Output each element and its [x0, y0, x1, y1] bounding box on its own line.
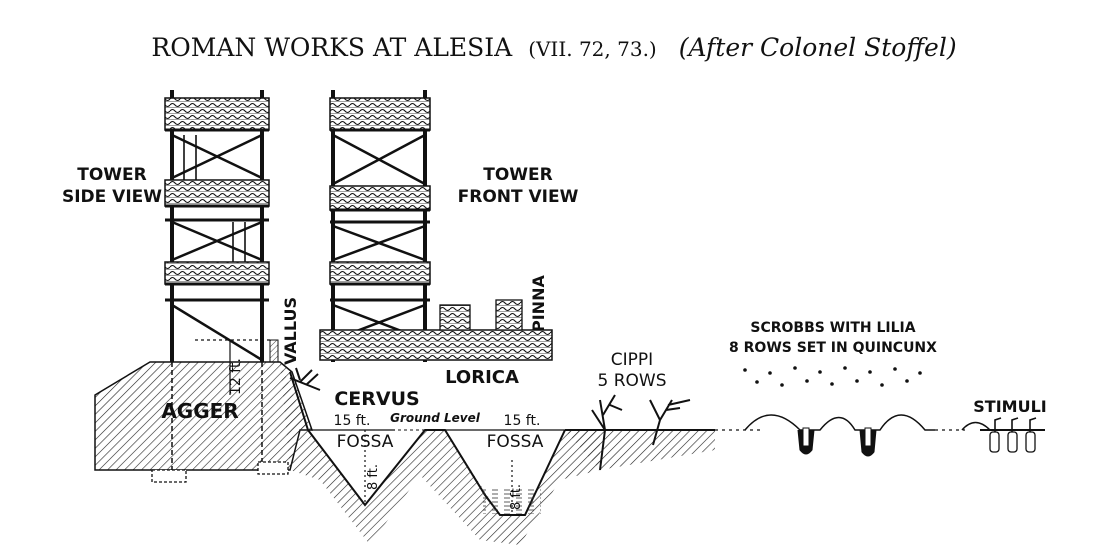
label-cervus: CERVUS — [334, 388, 419, 410]
tower-side-view — [151, 90, 289, 483]
label-cippi-rows: 5 ROWS — [597, 371, 666, 391]
label-15ft-b: 15 ft. — [504, 413, 541, 429]
label-12ft: 12 ft. — [228, 358, 244, 395]
tower-front-view — [319, 90, 553, 362]
label-stimuli: STIMULI — [973, 397, 1046, 416]
label-agger: AGGER — [161, 399, 238, 423]
ground-right — [565, 430, 715, 470]
lorica-wall — [319, 329, 553, 361]
cervus-branch — [289, 367, 321, 391]
pinna-block — [495, 299, 523, 331]
label-front-view: FRONT VIEW — [458, 187, 579, 207]
page-title: ROMAN WORKS AT ALESIA (VII. 72, 73.) (Af… — [151, 33, 956, 62]
fossa-section — [280, 362, 600, 545]
label-tower-side: TOWER — [77, 165, 147, 185]
labels: TOWER SIDE VIEW TOWER FRONT VIEW VALLUS … — [62, 165, 1047, 510]
dimension-lines — [195, 339, 565, 515]
label-scrobes-rows: 8 ROWS SET IN QUINCUNX — [729, 340, 937, 356]
label-fossa-1: FOSSA — [337, 432, 394, 452]
cippi-branches — [289, 367, 691, 471]
label-pinna: PINNA — [529, 275, 548, 332]
title-reference: (VII. 72, 73.) — [528, 37, 657, 61]
label-fossa-2: FOSSA — [487, 432, 544, 452]
label-lorica: LORICA — [445, 367, 519, 388]
label-ground-level: Ground Level — [390, 411, 481, 425]
label-15ft-a: 15 ft. — [334, 413, 371, 429]
label-scrobes: SCROBBS WITH LILIA — [750, 320, 915, 336]
label-vallus: VALLUS — [281, 297, 300, 365]
label-cippi: CIPPI — [611, 350, 653, 370]
stimuli-stakes — [980, 417, 1045, 453]
quincunx-dots — [743, 366, 922, 387]
label-tower-front: TOWER — [483, 165, 553, 185]
title-main: ROMAN WORKS AT ALESIA — [151, 33, 513, 62]
label-8ft-b: 8 ft. — [509, 484, 524, 510]
earthworks — [94, 361, 1045, 545]
scrobes-mounds — [744, 414, 935, 431]
label-8ft-a: 8 ft. — [366, 464, 381, 490]
label-side-view: SIDE VIEW — [62, 187, 162, 207]
title-credit: (After Colonel Stoffel) — [679, 33, 957, 62]
